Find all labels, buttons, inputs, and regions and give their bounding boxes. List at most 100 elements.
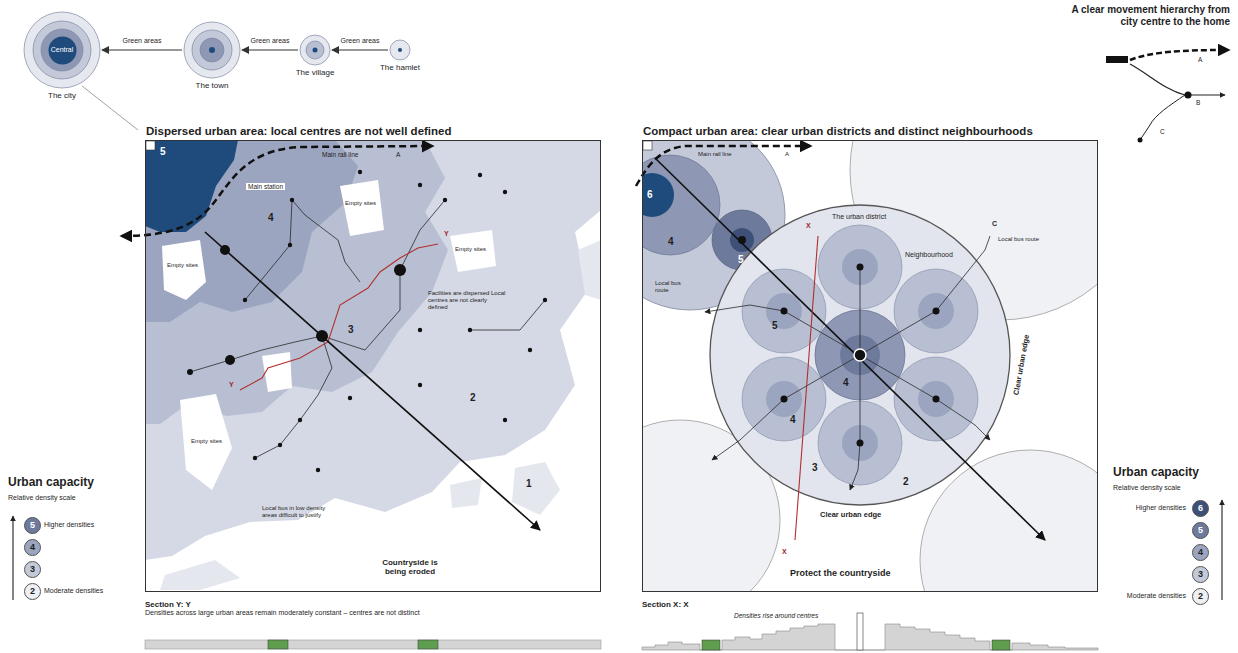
city-cluster [642,155,720,255]
neighbourhood-circle [894,269,978,353]
bus-route [860,355,936,399]
node-heading: Central [51,46,74,54]
density-number: 5 [160,146,166,158]
label-slot: Compact urban area: clear urban district… [643,125,1043,138]
bus-route [860,267,861,355]
density-number: 5 [772,320,778,332]
centre-dot [933,308,940,315]
edge-label: Green areas [340,37,381,45]
node-section: Section X: XDensities rise around centre… [642,597,1098,651]
label-slot: Clear urban edge [1012,334,1031,396]
map-label: Empty sites [455,246,486,253]
legend-swatch: 3 [1192,566,1209,583]
dispersed-map [145,140,601,592]
legend-swatch: 6 [1192,500,1209,517]
legend-swatch: 4 [24,539,41,556]
density-scale-arrow [1221,500,1222,600]
facility-dot [316,468,320,472]
city-leader-line [82,86,138,130]
label-slot: Empty sites [191,438,222,445]
section-strip [992,640,1010,650]
label-slot: The town [196,81,229,90]
label-slot: X [782,548,787,556]
section-strip [857,613,863,650]
node-heading: The town [196,81,229,90]
label-slot: Main rail line [698,151,732,158]
label-slot: Empty sites [455,246,486,253]
legend-number: 4 [1198,547,1203,557]
map-label: A [785,151,789,158]
bus-route [784,355,860,399]
city-leader-line [82,86,138,130]
node-panel: Dispersed urban area: local centres are … [145,140,601,592]
facility-dot [187,369,193,375]
empty-site [180,394,232,490]
green-area-arrow [332,49,388,50]
centre-dot [854,349,866,361]
settlement-ring [41,29,83,71]
facility-dot [220,245,230,255]
movement-hierarchy-sketch [1106,50,1228,143]
label-slot: 6 [647,189,653,201]
centre-dot [781,308,788,315]
label-slot: Protect the countryside [790,568,891,578]
label-slot: Y [444,230,449,238]
legend-number: 6 [1198,503,1203,513]
node-rings: CentralThe city [24,12,100,88]
neighbouring-district [642,140,1098,592]
label-slot: Green areas [122,37,163,45]
map-label: Local bus route [655,280,695,294]
label-slot: 4 [790,414,796,426]
density-number: 3 [348,324,354,336]
centre-dot [781,396,788,403]
density-number: Urban capacity [1113,466,1199,480]
bus-route [245,200,292,300]
dispersed-map [145,140,601,592]
density-zone-3 [145,140,448,424]
settlement-ring [200,38,224,62]
settlement-ring [300,35,330,65]
map-label: X [782,548,787,556]
node-rings: The village [300,35,330,65]
label-slot: The hamlet [380,63,420,72]
neighbourhood-circle [894,357,978,441]
centre-dot [857,264,864,271]
node-panel: Compact urban area: clear urban district… [642,140,1098,592]
facility-dot [243,298,247,302]
label-slot: The city [48,91,76,100]
centre-dot [933,396,940,403]
node-section: Section Y: YDensities across large urban… [145,597,601,651]
label-slot: Dispersed urban area: local centres are … [146,125,606,138]
settlement-rings [300,35,330,65]
label-slot: 3 [812,462,818,474]
label-slot: B [1196,99,1200,106]
density-number: 1 [526,478,532,490]
neighbourhood-circle [766,293,802,329]
neighbourhood-circle [742,357,826,441]
facility-dot [528,348,532,352]
edge-label: Green areas [250,37,291,45]
transport-axis [205,232,540,530]
density-number: Urban capacity [8,476,94,490]
facility-dot [288,243,292,247]
map-label: Local bus route [998,236,1039,243]
section-line [795,236,818,540]
neighbourhood-circle [742,269,826,353]
map-label: Y [229,381,234,389]
map-label: Protect the countryside [790,568,891,578]
green-area-arrow [102,49,182,50]
node-heading: Dispersed urban area: local centres are … [146,125,606,138]
empty-site [162,240,206,300]
facility-dot [543,298,547,302]
section-strip [702,640,720,650]
density-scale-arrow [12,516,13,600]
density-number: 4 [268,212,274,224]
label-slot: Urban capacity [8,476,94,490]
label-slot: Neighbourhood [905,251,953,259]
corner-mark [643,141,652,150]
heading: A clear movement hierarchy from city cen… [1070,4,1230,27]
map-label: Moderate densities [44,587,103,595]
